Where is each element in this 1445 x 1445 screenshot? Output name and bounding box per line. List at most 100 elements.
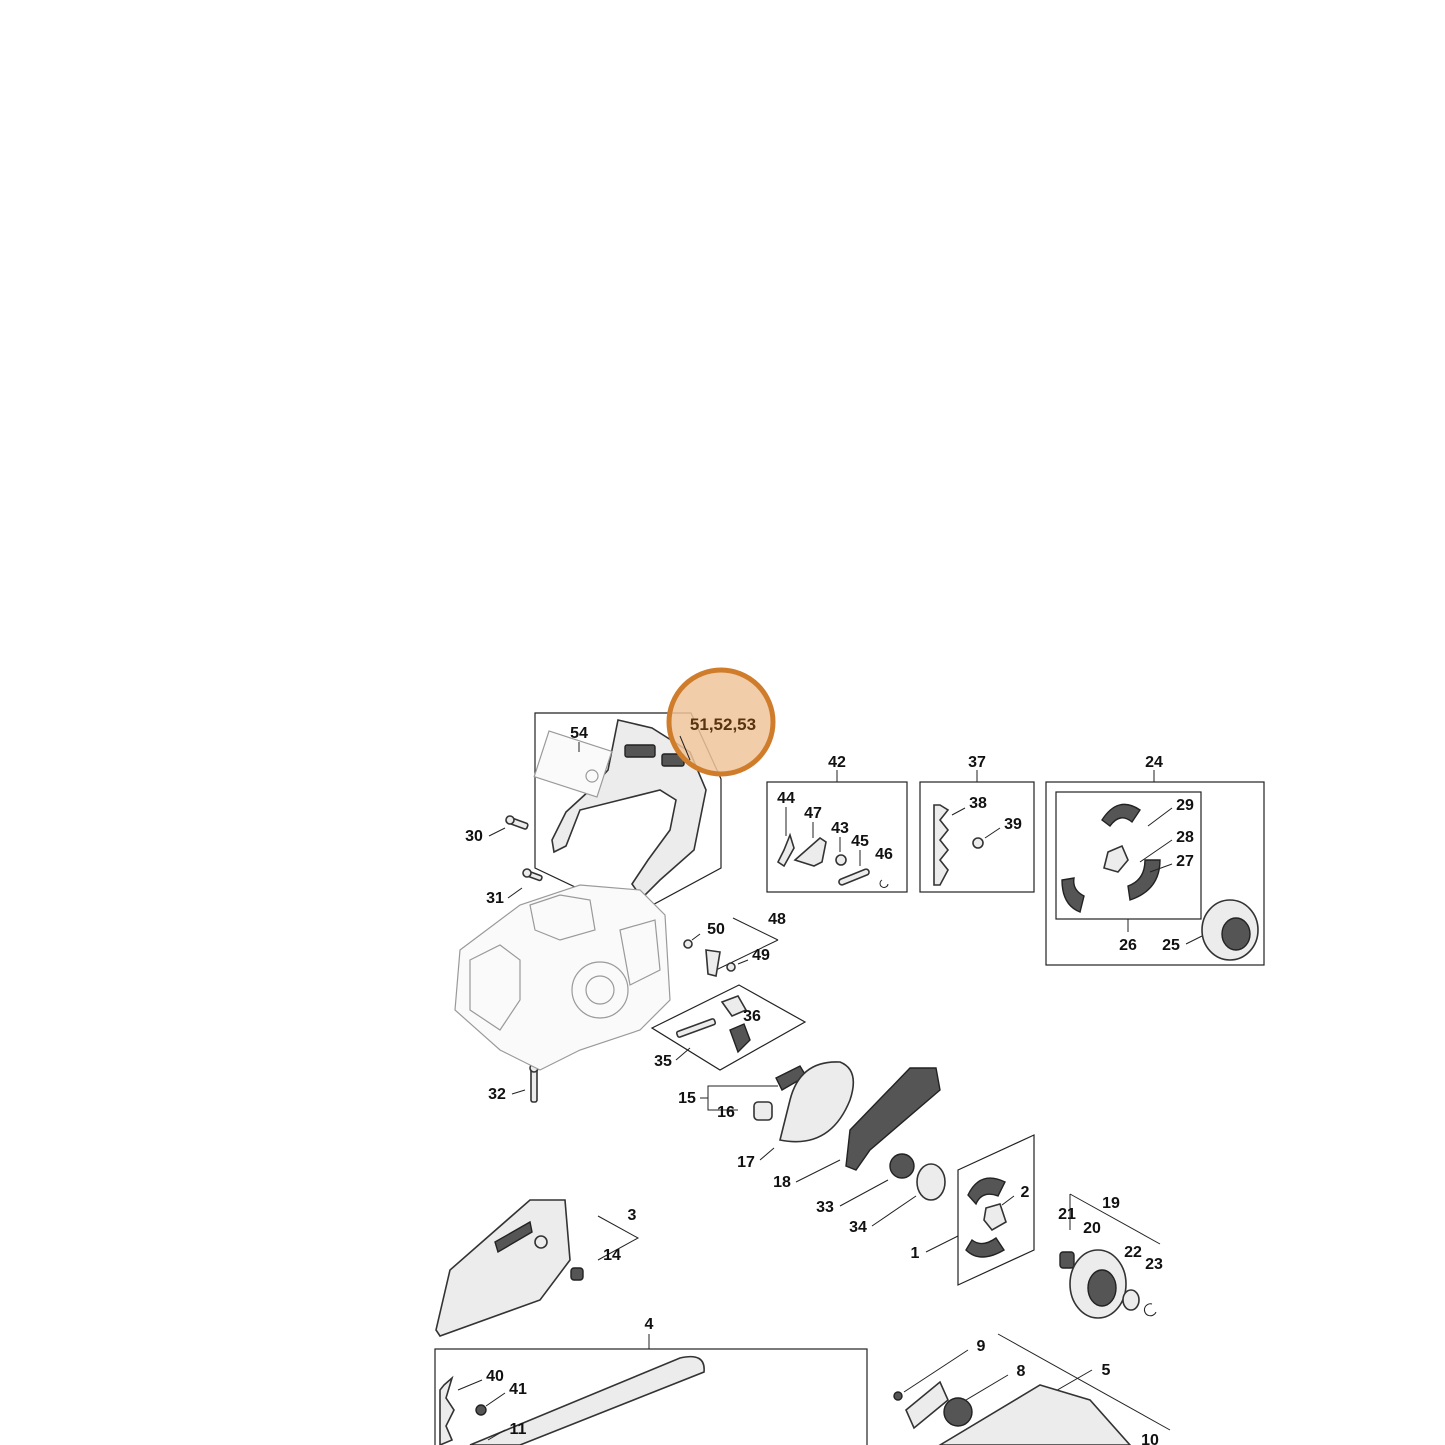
callout-9: 9 [977,1338,986,1355]
group-35: 36 35 [650,984,807,1071]
sprocket-25-icon[interactable] [1201,899,1259,961]
callout-15: 15 [678,1090,696,1107]
nut-50-icon[interactable] [683,939,693,949]
sleeve-16-icon[interactable] [753,1101,773,1121]
clutch-hub-icon[interactable] [1103,844,1129,873]
callout-54: 54 [570,725,588,742]
callout-41: 41 [509,1381,527,1398]
clutch-drum-icon[interactable] [1069,1249,1127,1319]
callout-37: 37 [968,754,986,771]
callout-1: 1 [911,1245,920,1262]
plate-8-icon[interactable] [905,1380,949,1430]
clutch-shoe-2b-icon[interactable] [965,1237,1005,1258]
callout-38: 38 [969,795,987,812]
bumper-spike-40-icon[interactable] [439,1375,455,1445]
callout-17: 17 [737,1154,755,1171]
clutch-shoe-2a-icon[interactable] [967,1177,1006,1206]
callout-31: 31 [486,890,504,907]
box-42 [766,781,908,893]
group-24: 24 29 28 27 26 25 [1045,754,1265,966]
side-cover-5-icon[interactable] [938,1384,1132,1445]
callout-14: 14 [603,1247,621,1264]
engine-housing-icon [454,884,671,1071]
screw-9-icon[interactable] [893,1391,903,1401]
nut-43-icon[interactable] [835,854,847,866]
cover-nut-hole-icon [534,1235,548,1249]
chain-brake-lever-icon[interactable] [845,1067,941,1171]
needle-bearing-21-icon[interactable] [1059,1251,1075,1269]
circlip-46-icon[interactable] [879,879,889,888]
part-36a-icon[interactable] [720,995,748,1017]
callout-42: 42 [828,754,846,771]
callout-33: 33 [816,1199,834,1216]
box-1 [957,1134,1035,1286]
group-37: 37 38 39 [919,754,1035,893]
screw-49-icon[interactable] [726,962,736,972]
screw-31[interactable]: 31 [486,868,543,907]
group-48: 48 50 49 [683,911,786,977]
circlip-23-icon[interactable] [1143,1303,1157,1317]
callout-23: 23 [1145,1256,1163,1273]
callout-29: 29 [1176,797,1194,814]
clutch-shoe-right-icon[interactable] [1127,859,1161,901]
screw-39-icon[interactable] [972,837,984,849]
callout-11: 11 [510,1421,527,1438]
part-36b-icon[interactable] [729,1023,751,1054]
callout-4: 4 [645,1316,654,1333]
screw-30[interactable]: 30 [465,815,529,845]
clutch-shoe-left-icon[interactable] [1061,877,1085,913]
callout-47: 47 [804,805,822,822]
callout-26: 26 [1119,937,1137,954]
group-33-34: 33 34 [816,1153,946,1236]
callout-30: 30 [465,828,483,845]
callout-48: 48 [768,911,786,928]
callout-5: 5 [1102,1362,1111,1379]
callout-43: 43 [831,820,849,837]
box-35 [650,984,807,1071]
lever-47-icon[interactable] [793,836,827,867]
bumper-spike-38-icon[interactable] [933,804,950,886]
lever-48-icon[interactable] [705,949,721,977]
callout-51-52-53: 51,52,53 [690,715,756,734]
lever-44-icon[interactable] [776,832,795,868]
callout-24: 24 [1145,754,1163,771]
screw-35-icon[interactable] [675,1018,717,1038]
callout-27: 27 [1176,853,1194,870]
guide-bar-icon[interactable] [469,1355,705,1445]
clutch-hub-1-icon[interactable] [983,1203,1007,1232]
sprocket-cover-icon[interactable] [435,1199,571,1337]
group-1: 2 1 [911,1134,1035,1286]
callout-40: 40 [486,1368,504,1385]
brake-band-icon[interactable] [779,1061,855,1143]
box-4 [434,1348,868,1445]
washer-22-icon[interactable] [1122,1289,1140,1311]
callout-20: 20 [1083,1220,1101,1237]
callout-39: 39 [1004,816,1022,833]
nut-14-icon[interactable] [570,1267,584,1281]
callout-21: 21 [1058,1206,1076,1223]
highlight-circle [666,667,776,777]
screw-32[interactable]: 32 [488,1063,539,1103]
hand-guard-icon[interactable] [551,719,707,900]
callout-50: 50 [707,921,725,938]
callout-49: 49 [752,947,770,964]
callout-3: 3 [628,1207,637,1224]
washer-34-icon[interactable] [916,1163,946,1201]
callout-28: 28 [1176,829,1194,846]
clutch-shoe-top-icon[interactable] [1101,803,1141,827]
brand-logo-icon [494,1220,533,1254]
callout-35: 35 [654,1053,672,1070]
callout-34: 34 [849,1219,867,1236]
callout-19: 19 [1102,1195,1120,1212]
callout-44: 44 [777,790,795,807]
callout-18: 18 [773,1174,791,1191]
rod-45-icon[interactable] [838,868,870,886]
box-37 [919,781,1035,893]
highlight-callout[interactable]: 51,52,53 [666,667,776,777]
group-3: 3 14 [435,1199,640,1337]
callout-45: 45 [851,833,869,850]
box-24 [1045,781,1265,966]
screw-41-icon[interactable] [475,1404,487,1416]
spring-33-icon[interactable] [889,1153,915,1179]
sprocket-wheel-icon[interactable] [943,1397,973,1427]
